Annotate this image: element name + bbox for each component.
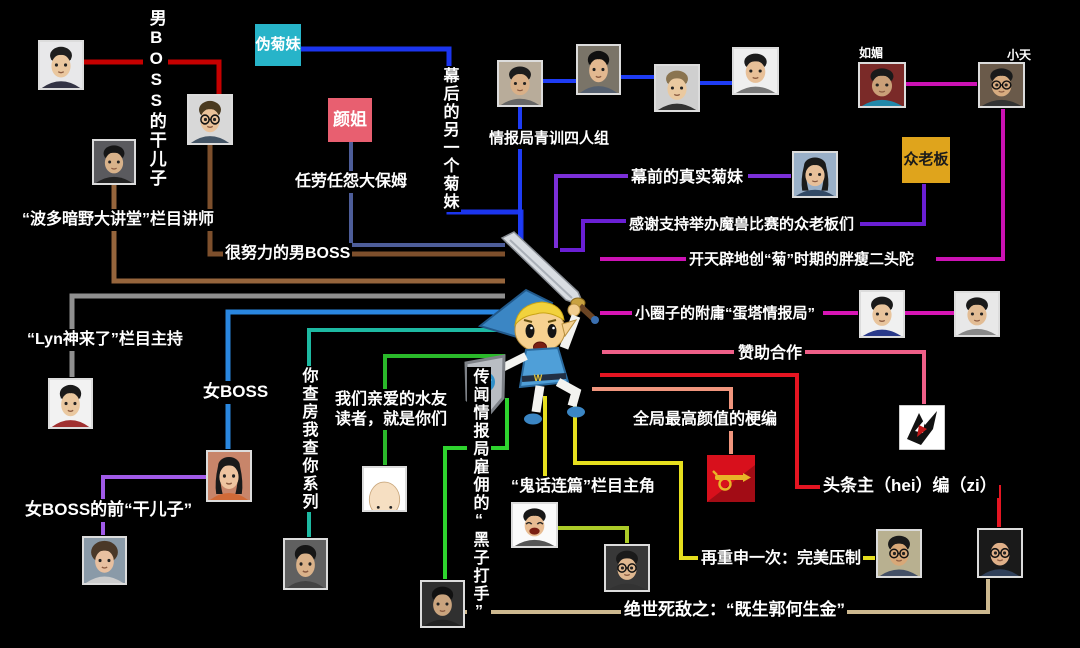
label-black-fist: 传闻情报局雇佣的“黑子打手” [467,367,491,623]
photo-p15 [82,536,127,585]
edge-red-headline1 [600,373,820,489]
edge-yellow-restate [573,396,698,560]
node-bosses: 众老板 [902,137,950,183]
avatar-p22 [979,530,1021,576]
avatar-p17 [364,468,405,510]
avatar-p21 [878,531,920,576]
avatar-p20 [606,546,648,590]
edge-ygreen-pair [558,526,629,543]
label-sponsor: 赞助合作 [736,343,805,365]
avatar-p15 [84,538,125,583]
edge-purple-real-jumei1 [554,174,628,248]
label-boss-godson: 男BOSS的干儿子 [143,8,168,189]
label-rumei: 如媚 [859,46,884,60]
label-lyn-host: “Lyn神来了”栏目主持 [25,329,185,351]
label-restate: 再重申一次：完美压制 [699,548,864,570]
node-yanjie: 颜姐 [328,98,372,142]
edge-brown-hard-boss [207,145,505,257]
avatar-p3 [94,141,134,183]
photo-p6 [654,64,700,112]
avatar-p19 [513,504,556,546]
photo-p20 [604,544,650,592]
photo-p11 [859,290,905,338]
avatar-p9 [980,64,1023,106]
photo-p4 [497,60,543,107]
clan-logo-art [898,404,946,451]
avatar-p8 [860,64,904,106]
avatar-p12 [956,293,998,335]
label-check-room: 你查房我查你系列 [296,366,320,512]
photo-p1 [38,40,84,90]
photo-p9 [978,62,1025,108]
label-arch-rival: 绝世死敌之：“既生郭何生金” [622,599,847,622]
avatar-p2 [189,96,231,143]
label-pioneers: 开天辟地创“菊”时期的胖瘦二头陀 [687,250,917,271]
photo-p10 [792,151,838,198]
avatar-p14 [208,452,250,500]
photo-p14 [206,450,252,502]
edge-tan-rival2 [832,579,990,614]
avatar-p1 [40,42,82,88]
svg-text:W: W [534,373,543,383]
photo-p16 [283,538,328,590]
edge-magenta-pioneers2 [936,109,1005,261]
label-ghost-talk: “鬼话连篇”栏目主角 [509,476,658,498]
cannon-logo [707,455,755,502]
label-thanks-bosses: 感谢支持举办魔兽比赛的众老板们 [627,215,857,236]
photo-p5 [576,44,621,95]
label-youth-squad: 情报局青训四人组 [487,129,612,150]
photo-p13 [48,378,93,429]
node-fake-jumei: 伪菊妹 [255,24,301,66]
avatar-p18 [422,582,463,626]
photo-p3 [92,139,136,185]
label-female-boss: 女BOSS [201,381,271,404]
label-readers: 我们亲爱的水友 读者，就是你们 [333,389,450,431]
edge-purple-thanks1 [560,219,626,252]
photo-p22 [977,528,1023,578]
photo-p19 [511,502,558,548]
label-hardworking-boss: 很努力的男BOSS [223,243,353,265]
cannon-logo-art [707,455,755,502]
link-character-illustration: W [464,231,599,425]
edge-purple-thanks2 [860,184,926,226]
photo-p7 [732,47,779,95]
avatar-p5 [578,46,619,93]
label-headline-editor: 头条主（hei）编（zi） [821,475,999,498]
avatar-p16 [285,540,326,588]
label-vassal: 小圈子的附庸“蛋塔情报局” [633,304,818,325]
avatar-p6 [656,66,698,110]
label-meme-editor: 全局最高颜值的梗编 [631,409,780,431]
label-real-jumei: 幕前的真实菊妹 [629,167,746,189]
photo-p2 [187,94,233,145]
photo-p12 [954,291,1000,337]
edge-pink-sponsor2 [805,350,926,404]
photo-p21 [876,529,922,578]
avatar-p11 [861,292,903,336]
avatar-p10 [794,153,836,196]
avatar-p4 [499,62,541,105]
edge-blue-fake-jumei [301,46,524,250]
edge-red-godson [84,59,222,94]
clan-logo [898,404,946,451]
photo-p18 [420,580,465,628]
label-nanny: 任劳任怨大保姆 [293,171,410,193]
photo-p17 [362,466,407,512]
label-ex-godson: 女BOSS的前“干儿子” [23,499,195,522]
avatar-p7 [734,49,777,93]
avatar-p13 [50,380,91,427]
photo-p8 [858,62,906,108]
edge-salmon-meme [592,387,733,454]
label-xiaotian: 小天 [1007,48,1032,62]
label-lecturer: “波多暗野大讲堂”栏目讲师 [20,209,217,231]
label-backstage-jumei: 幕后的另一个菊妹 [437,66,461,212]
